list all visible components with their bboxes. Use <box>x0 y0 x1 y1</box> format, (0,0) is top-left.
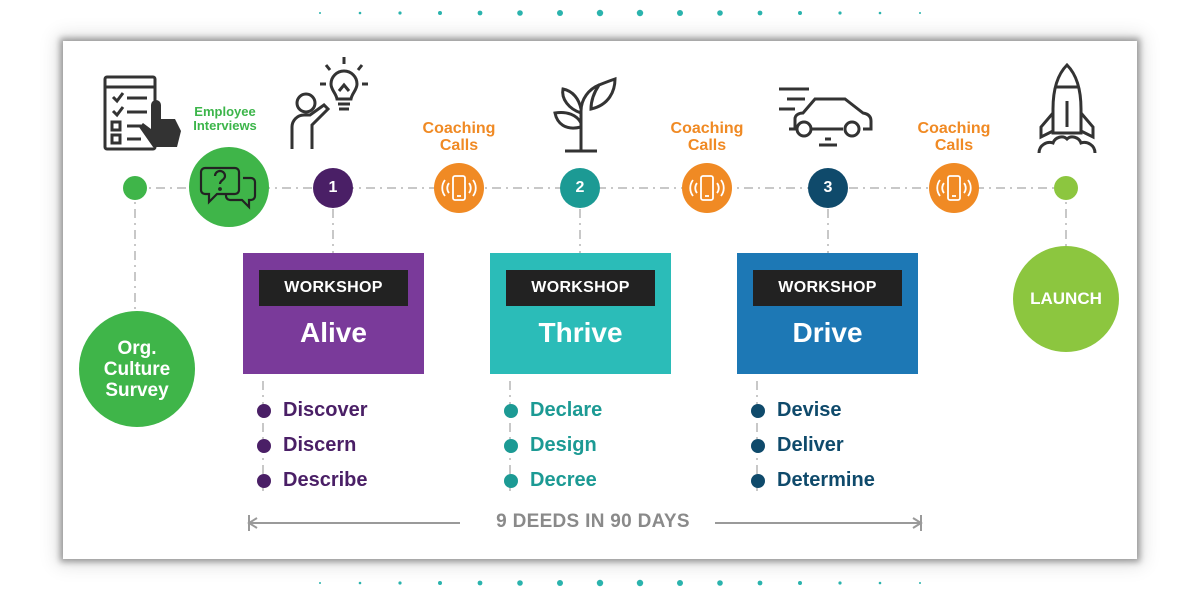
deed-label: Discern <box>283 434 357 456</box>
coaching-calls-label-1: Coaching Calls <box>422 120 496 154</box>
phone-ringing-icon <box>689 175 725 201</box>
deed-item: Discover <box>257 399 368 422</box>
deed-item: Design <box>504 434 597 457</box>
workshop-tag: WORKSHOP <box>506 270 655 306</box>
deed-label: Devise <box>777 399 842 421</box>
deed-label: Determine <box>777 469 875 491</box>
sprout-plant-icon <box>553 76 617 153</box>
deed-item: Devise <box>751 399 842 422</box>
launch-node: LAUNCH <box>1013 246 1119 352</box>
bullet-dot <box>257 473 271 488</box>
deed-label: Declare <box>530 399 603 421</box>
phone-ringing-icon <box>441 175 477 201</box>
org-culture-survey-node: Org. Culture Survey <box>79 311 195 427</box>
deed-item: Decree <box>504 469 597 492</box>
deed-item: Declare <box>504 399 602 422</box>
bullet-dot <box>504 403 518 418</box>
deed-label: Decree <box>530 469 597 491</box>
workshop-alive: WORKSHOP Alive <box>243 253 424 374</box>
bullet-dot <box>751 403 765 418</box>
workshop-title: Thrive <box>538 317 623 348</box>
employee-interviews-node <box>189 147 269 227</box>
workshop-thrive: WORKSHOP Thrive <box>490 253 671 374</box>
workshop-drive: WORKSHOP Drive <box>737 253 918 374</box>
rocket-launch-icon <box>1037 62 1097 154</box>
timeline-card: Employee Interviews <box>63 41 1137 559</box>
step-3-number: 3 <box>808 168 848 208</box>
workshop-title: Alive <box>300 317 367 348</box>
deed-label: Deliver <box>777 434 844 456</box>
timeline-connectors <box>134 187 1067 531</box>
deed-label: Design <box>530 434 597 456</box>
chat-question-icon <box>199 166 257 210</box>
survey-checklist-icon <box>103 75 181 151</box>
moving-car-icon <box>779 87 873 147</box>
coaching-call-node-1 <box>434 163 484 213</box>
presenter-idea-icon <box>290 57 368 149</box>
bullet-dot <box>257 438 271 453</box>
step-2-number: 2 <box>560 168 600 208</box>
step-1-number: 1 <box>313 168 353 208</box>
bullet-dot <box>751 438 765 453</box>
end-point <box>1054 176 1078 200</box>
phone-ringing-icon <box>936 175 972 201</box>
start-point <box>123 176 147 200</box>
deed-item: Describe <box>257 469 368 492</box>
coaching-calls-label-2: Coaching Calls <box>670 120 744 154</box>
bullet-dot <box>504 438 518 453</box>
deed-item: Discern <box>257 434 356 457</box>
deed-item: Deliver <box>751 434 844 457</box>
bullet-dot <box>257 403 271 418</box>
coaching-calls-label-3: Coaching Calls <box>917 120 991 154</box>
coaching-call-node-3 <box>929 163 979 213</box>
bullet-dot <box>504 473 518 488</box>
deed-label: Describe <box>283 469 368 491</box>
duration-caption: 9 DEEDS IN 90 DAYS <box>496 511 690 532</box>
deed-item: Determine <box>751 469 875 492</box>
workshop-tag: WORKSHOP <box>753 270 902 306</box>
workshop-tag: WORKSHOP <box>259 270 408 306</box>
employee-interviews-label: Employee Interviews <box>193 104 257 133</box>
coaching-call-node-2 <box>682 163 732 213</box>
workshop-title: Drive <box>792 317 863 348</box>
deed-label: Discover <box>283 399 368 421</box>
top-dot-pattern <box>319 9 921 17</box>
bottom-dot-pattern <box>319 579 921 587</box>
bullet-dot <box>751 473 765 488</box>
